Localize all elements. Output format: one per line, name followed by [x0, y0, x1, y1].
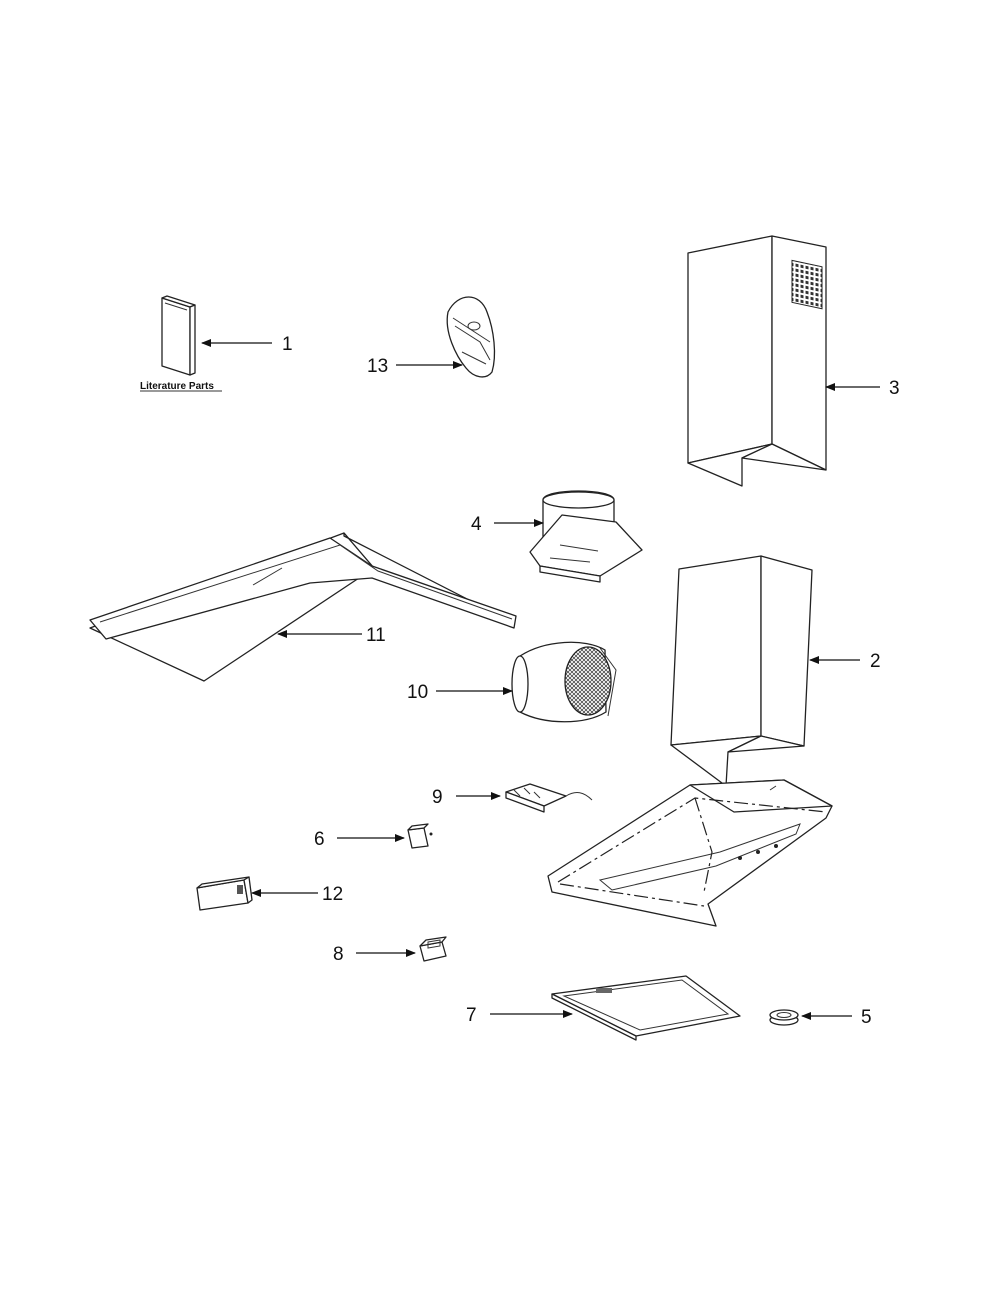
- callout-6: 6: [314, 829, 325, 850]
- callout-13: 13: [367, 356, 388, 377]
- callout-8: 8: [333, 944, 344, 965]
- literature-booklet-part: [161, 295, 196, 376]
- callout-4: 4: [471, 514, 482, 535]
- lamp-holder-part: [419, 936, 447, 962]
- light-socket-part: [407, 823, 433, 849]
- callout-numbers: 1 13 3 4 11 2 10 9 6 12 8 7 5: [282, 334, 900, 1028]
- literature-parts-label: Literature Parts: [140, 381, 214, 392]
- callout-1: 1: [282, 334, 293, 355]
- control-switch-part: [505, 783, 593, 813]
- lower-chimney-part: [670, 555, 813, 787]
- canopy-glass-part: [89, 532, 517, 682]
- callout-11: 11: [366, 625, 386, 646]
- callout-10: 10: [407, 682, 428, 703]
- grease-filter-part: [551, 975, 741, 1041]
- light-lens-part: [769, 1009, 799, 1026]
- leader-lines: [201, 339, 880, 1020]
- blower-motor-part: [511, 641, 617, 723]
- callout-3: 3: [889, 378, 900, 399]
- callout-9: 9: [432, 787, 443, 808]
- callout-2: 2: [870, 651, 881, 672]
- mounting-bracket-part: [446, 296, 496, 378]
- callout-5: 5: [861, 1007, 872, 1028]
- callout-7: 7: [466, 1005, 477, 1026]
- vent-grill: [791, 259, 823, 310]
- duct-transition-part: [529, 490, 643, 583]
- upper-chimney-part: [687, 235, 827, 487]
- callout-12: 12: [322, 884, 343, 905]
- fan-wheel: [564, 646, 612, 716]
- hood-body-assembly: [547, 779, 833, 927]
- transformer-part: [196, 876, 253, 911]
